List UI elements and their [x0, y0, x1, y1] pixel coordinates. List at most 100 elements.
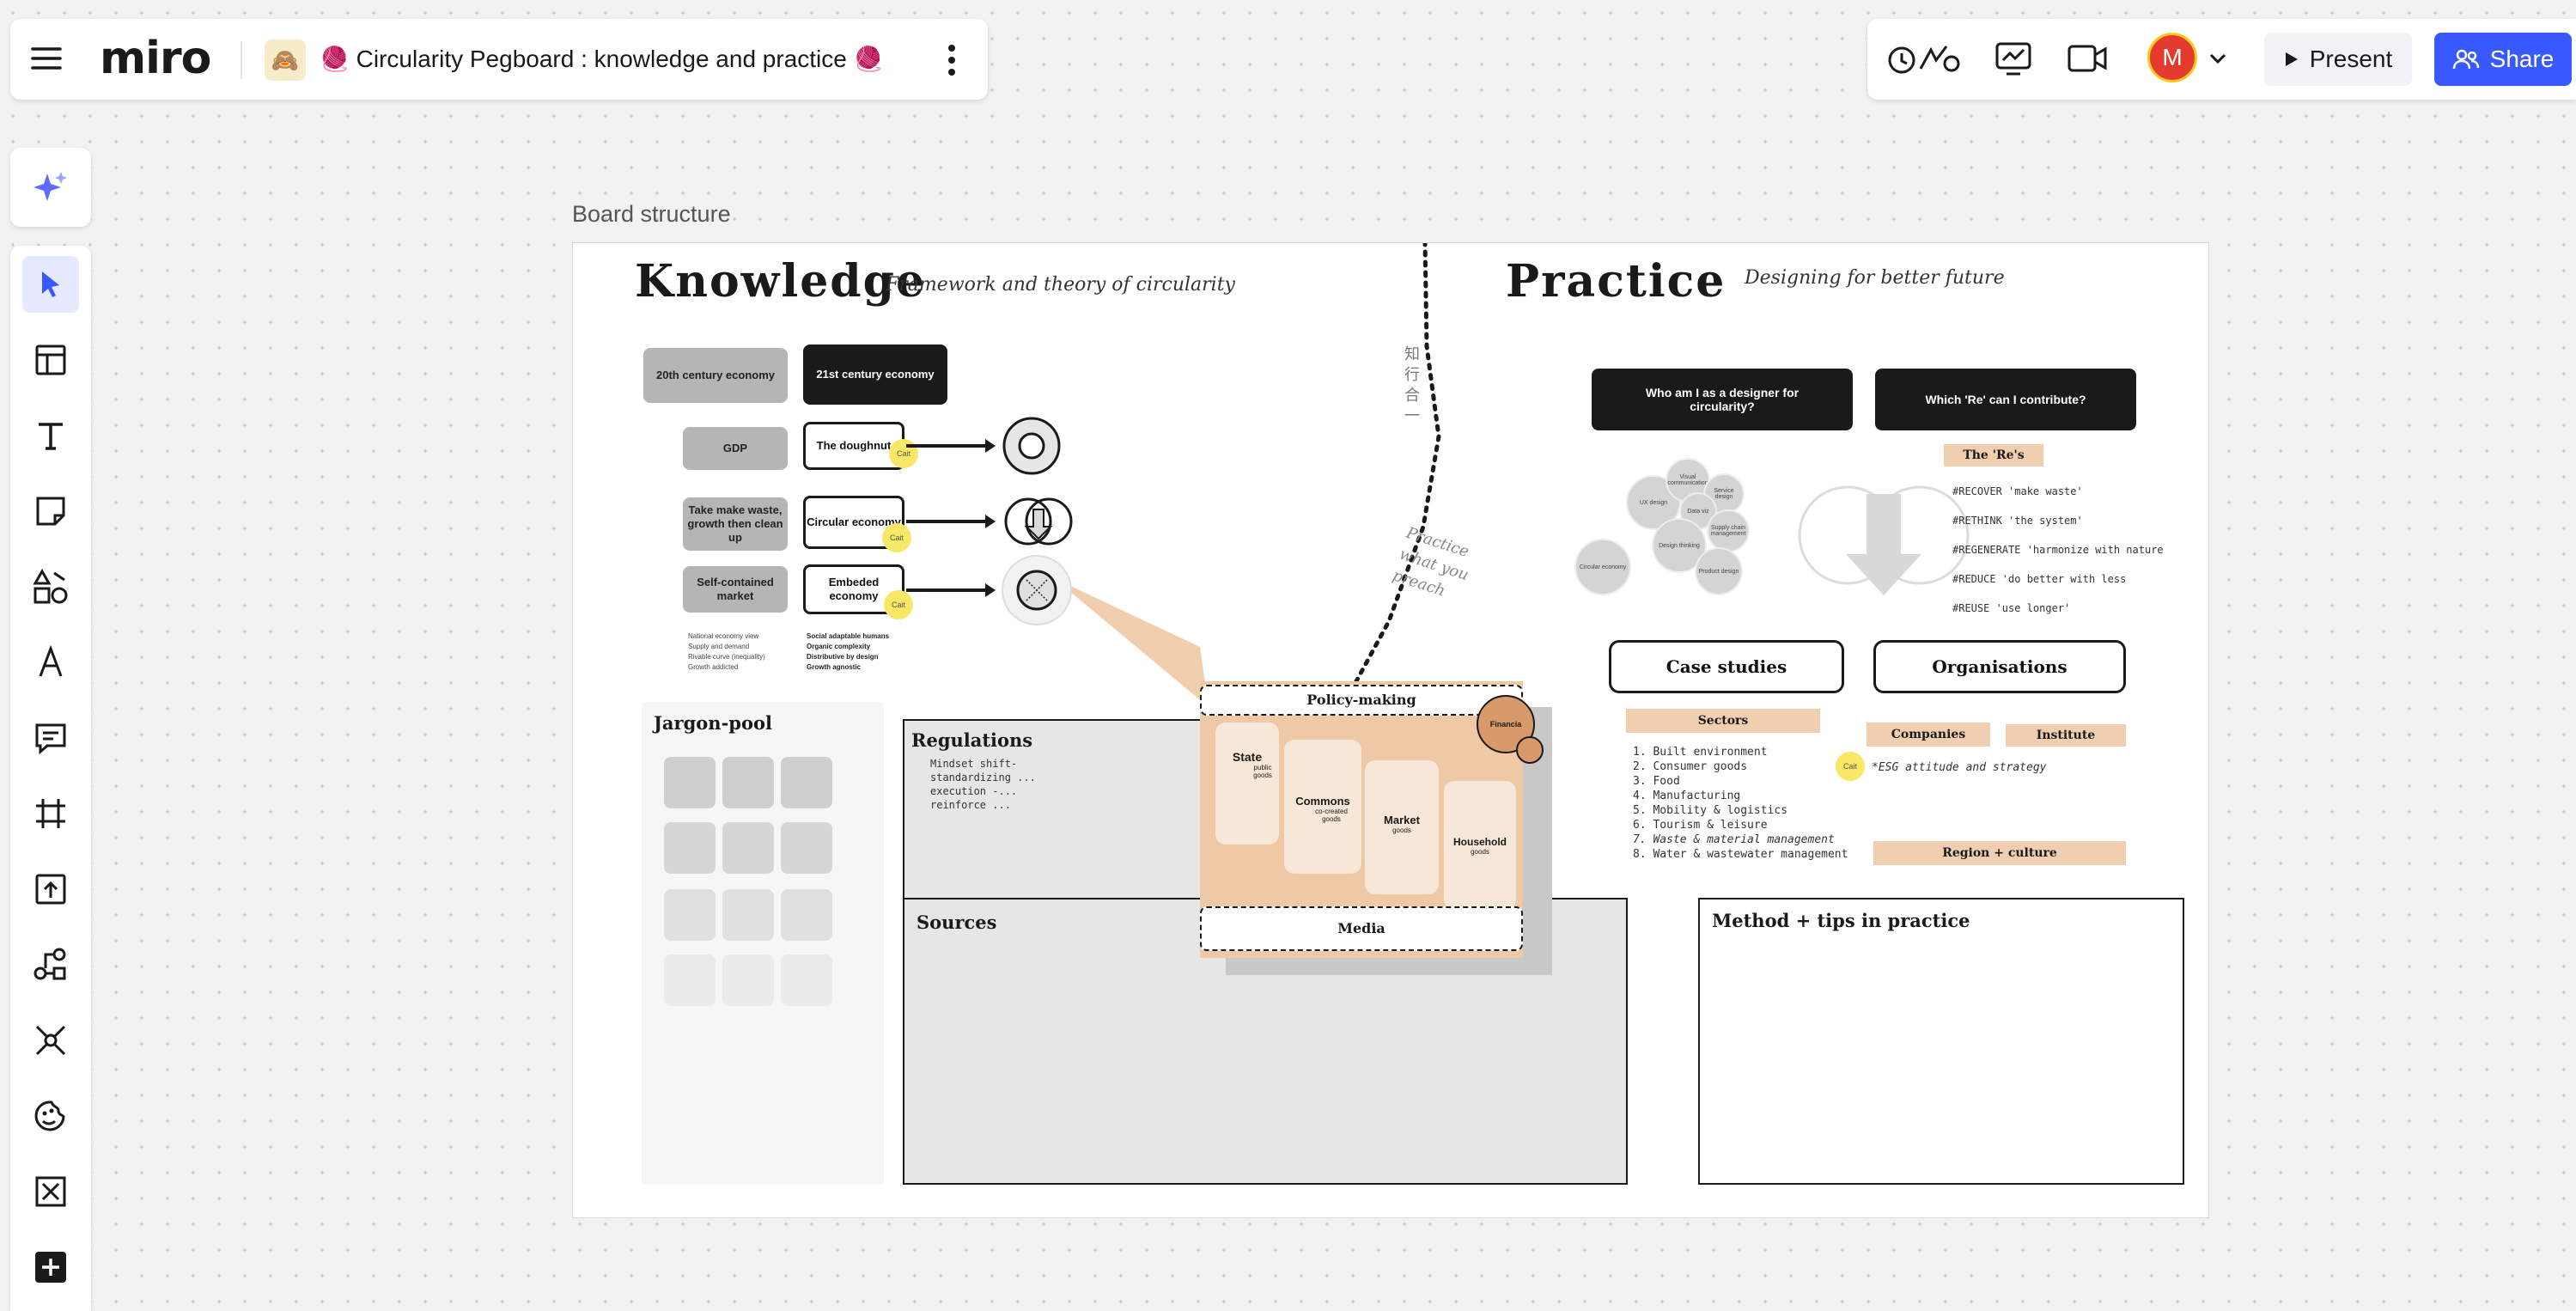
pen-tool[interactable]: [22, 634, 79, 691]
res-label[interactable]: The 'Re's: [1944, 444, 2043, 466]
sector-item: 7. Waste & material management: [1633, 833, 1835, 846]
pillar-state[interactable]: State public goods: [1215, 723, 1279, 845]
new-economy-notes[interactable]: Social adaptable humans Organic complexi…: [807, 631, 889, 673]
jargon-sticky[interactable]: [781, 889, 832, 941]
more-tools-button[interactable]: [22, 1239, 79, 1296]
re-cycle-diagram: [1798, 485, 1970, 595]
regulations-section[interactable]: Regulations Mindset shift- standardizing…: [903, 719, 1229, 903]
note-line: Growth agnostic: [807, 663, 862, 671]
sectors-list[interactable]: 1. Built environment 2. Consumer goods 3…: [1633, 745, 1848, 862]
embed-tool[interactable]: [22, 1163, 79, 1220]
row-old-gdp[interactable]: GDP: [683, 427, 788, 470]
board-emoji-icon[interactable]: 🙈: [265, 40, 306, 81]
ai-toolbar: [10, 148, 91, 227]
chevron-down-icon[interactable]: [2208, 48, 2228, 69]
comment-tag[interactable]: Cait: [884, 590, 913, 619]
jargon-sticky[interactable]: [664, 954, 716, 1006]
bubble-circular-economy[interactable]: Circular economy: [1574, 539, 1631, 595]
ai-sparkle-button[interactable]: [22, 159, 79, 216]
text-icon: [33, 418, 68, 453]
video-call-icon[interactable]: [2067, 43, 2108, 74]
pillar-commons[interactable]: Commons co-created goods: [1284, 740, 1361, 874]
jargon-sticky[interactable]: [722, 757, 774, 808]
institute-label[interactable]: Institute: [2006, 724, 2126, 747]
jargon-sticky[interactable]: [664, 889, 716, 941]
jargon-sticky[interactable]: [722, 889, 774, 941]
comment-tag[interactable]: Cait: [889, 439, 918, 468]
row-new-doughnut[interactable]: The doughnut: [803, 422, 904, 470]
case-studies-box[interactable]: Case studies: [1609, 640, 1844, 693]
esg-note[interactable]: *ESG attitude and strategy: [1872, 761, 2047, 774]
sticky-note-tool[interactable]: [22, 483, 79, 540]
frame-label[interactable]: Board structure: [572, 201, 731, 227]
jargon-sticky[interactable]: [722, 954, 774, 1006]
regulation-item: standardizing ...: [930, 771, 1036, 784]
row-old-take-make-waste[interactable]: Take make waste, growth then clean up: [683, 497, 788, 551]
bubble-product-design[interactable]: Product design: [1695, 547, 1743, 595]
practice-title[interactable]: Practice: [1506, 255, 1726, 308]
re-item: #REGENERATE 'harmonize with nature: [1952, 544, 2164, 556]
templates-tool[interactable]: [22, 332, 79, 388]
jargon-pool-section[interactable]: Jargon-pool: [642, 702, 884, 1185]
method-tips-section[interactable]: Method + tips in practice: [1698, 898, 2184, 1185]
comment-tag[interactable]: Cait: [1836, 752, 1865, 781]
board-title[interactable]: 🧶 Circularity Pegboard : knowledge and p…: [320, 46, 884, 72]
policy-making-title[interactable]: Policy-making: [1200, 685, 1523, 716]
jargon-sticky[interactable]: [664, 757, 716, 808]
financial-small-circle[interactable]: [1516, 736, 1544, 764]
knowledge-practice-divider: [1054, 243, 1441, 707]
jargon-sticky[interactable]: [781, 822, 832, 874]
diagram-tool[interactable]: [22, 936, 79, 993]
zhixing-heyi-text[interactable]: 知行合一: [1404, 345, 1420, 425]
row-old-self-contained[interactable]: Self-contained market: [683, 566, 788, 613]
method-tips-title: Method + tips in practice: [1712, 910, 1970, 931]
mind-map-tool[interactable]: [22, 1012, 79, 1069]
col-20th-century[interactable]: 20th century economy: [643, 348, 788, 403]
media-title[interactable]: Media: [1200, 906, 1523, 951]
comment-tag[interactable]: Cait: [882, 523, 911, 552]
bubble-supply-chain[interactable]: Supply chain management: [1707, 509, 1750, 552]
diagram-icon: [32, 946, 70, 984]
share-button[interactable]: Share: [2434, 33, 2572, 86]
users-icon: [2452, 48, 2480, 70]
knowledge-title[interactable]: Knowledge: [635, 255, 927, 308]
share-label: Share: [2489, 46, 2555, 72]
upload-tool[interactable]: [22, 861, 79, 918]
pillar-household[interactable]: Household goods: [1444, 781, 1516, 910]
organisations-box[interactable]: Organisations: [1873, 640, 2126, 693]
practice-subtitle[interactable]: Designing for better future: [1745, 267, 2005, 289]
economy-diagrams: [906, 417, 1073, 625]
jargon-sticky[interactable]: [722, 822, 774, 874]
region-culture-label[interactable]: Region + culture: [1873, 841, 2126, 865]
companies-label[interactable]: Companies: [1867, 723, 1990, 747]
question-designer[interactable]: Who am I as a designer for circularity?: [1592, 369, 1853, 430]
text-tool[interactable]: [22, 407, 79, 464]
more-options-icon[interactable]: [943, 40, 960, 81]
menu-icon[interactable]: [29, 41, 64, 76]
jargon-sticky[interactable]: [664, 822, 716, 874]
user-avatar[interactable]: M: [2147, 33, 2197, 82]
knowledge-subtitle[interactable]: Framework and theory of circularity: [886, 274, 1235, 296]
jargon-sticky[interactable]: [781, 954, 832, 1006]
board-frame[interactable]: Knowledge Framework and theory of circul…: [572, 242, 2209, 1218]
present-button[interactable]: Present: [2264, 33, 2412, 86]
select-tool[interactable]: [22, 256, 79, 313]
pillar-sub: public goods: [1253, 764, 1272, 779]
activity-icon[interactable]: [1994, 41, 2032, 77]
col-21st-century[interactable]: 21st century economy: [803, 345, 947, 405]
sectors-label[interactable]: Sectors: [1626, 709, 1820, 733]
comment-tool[interactable]: [22, 710, 79, 766]
timer-reactions-icon[interactable]: [1886, 38, 1964, 81]
question-re[interactable]: Which 'Re' can I contribute?: [1875, 369, 2136, 430]
sources-title: Sources: [917, 912, 997, 933]
sticky-note-icon: [33, 494, 68, 528]
stickers-tool[interactable]: [22, 1088, 79, 1144]
old-economy-notes[interactable]: National economy view Supply and demand …: [688, 631, 765, 673]
shapes-tool[interactable]: [22, 558, 79, 615]
cursor-icon: [37, 269, 64, 300]
jargon-sticky[interactable]: [781, 757, 832, 808]
pillar-market[interactable]: Market goods: [1365, 760, 1439, 894]
miro-logo[interactable]: miro: [100, 33, 211, 84]
frame-tool[interactable]: [22, 785, 79, 842]
res-list[interactable]: #RECOVER 'make waste' #RETHINK 'the syst…: [1952, 477, 2164, 623]
